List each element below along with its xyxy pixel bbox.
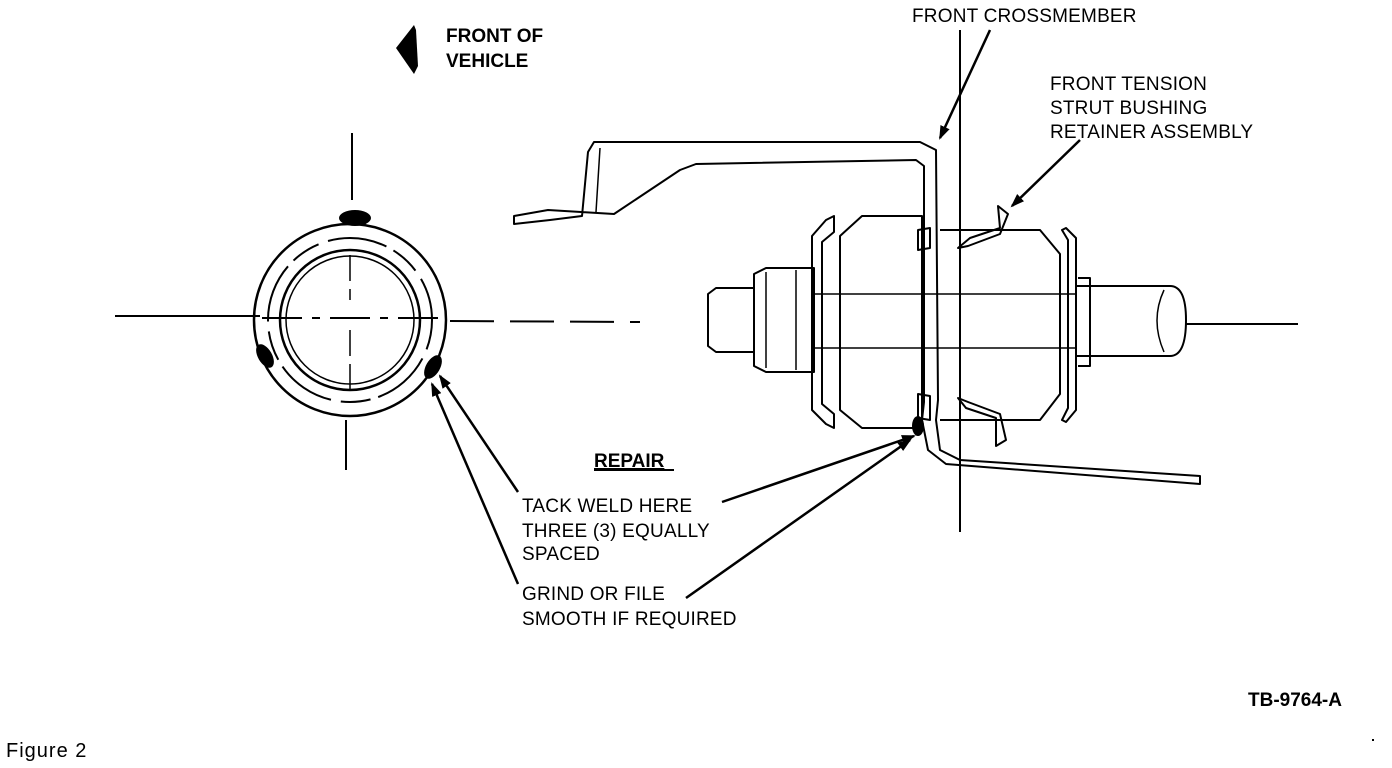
- rod-break-line: [1156, 289, 1165, 353]
- tack-weld-marks: [256, 210, 442, 379]
- retainer-flange-left: [811, 215, 835, 429]
- strut-assembly-side-view: [513, 30, 1298, 532]
- leader-grind-bracket: [685, 438, 912, 600]
- tack-weld-bracket: [912, 416, 924, 436]
- retainer-tab-bottom: [917, 393, 931, 421]
- crossmember-edge: [595, 147, 601, 213]
- figure-caption: Figure 2: [6, 740, 87, 762]
- front-crossmember-label: FRONT CROSSMEMBER: [912, 6, 1137, 27]
- tack-weld-line-3: SPACED: [522, 544, 600, 565]
- bushing-right-body: [940, 229, 1061, 421]
- retainer-dashed-ring: [267, 237, 433, 403]
- retainer-clip-top: [957, 205, 1009, 249]
- long-centerline-dashed: [449, 320, 641, 323]
- retainer-clip-bottom: [957, 397, 1007, 447]
- retainer-end-view: [115, 133, 448, 470]
- retainer-tab-top: [917, 227, 931, 251]
- nut: [753, 267, 815, 373]
- tube-inner-circle: [285, 255, 415, 385]
- grind-file-line-2: SMOOTH IF REQUIRED: [522, 609, 737, 630]
- tack-weld-left: [256, 344, 274, 368]
- retainer-flange-right: [1061, 227, 1077, 423]
- front-of-vehicle-line-2: VEHICLE: [446, 51, 528, 72]
- tack-weld-right: [424, 355, 442, 379]
- tack-weld-top: [339, 210, 371, 226]
- bolt-end: [707, 287, 755, 353]
- front-crossmember: [513, 141, 1201, 485]
- retainer-label-line-1: FRONT TENSION: [1050, 74, 1207, 95]
- part-number-label: TB-9764-A: [1248, 690, 1342, 711]
- retainer-label-line-2: STRUT BUSHING: [1050, 98, 1207, 119]
- front-of-vehicle-arrow-icon: [396, 25, 418, 74]
- retainer-assembly-label: FRONT TENSION STRUT BUSHING RETAINER ASS…: [1050, 74, 1253, 143]
- leader-grind-circle: [430, 382, 520, 585]
- leader-tack-weld-bracket: [721, 434, 916, 504]
- tube-outer-circle: [278, 248, 422, 392]
- tension-strut-rod: [1076, 285, 1187, 357]
- leader-tack-weld-circle: [438, 374, 520, 493]
- rod-collar: [1078, 277, 1091, 367]
- grind-file-line-1: GRIND OR FILE: [522, 584, 665, 605]
- leader-lines: [430, 29, 1081, 600]
- repair-label: REPAIR: [594, 451, 665, 472]
- leader-crossmember: [938, 29, 992, 140]
- tack-weld-line-1: TACK WELD HERE: [522, 496, 692, 517]
- tack-weld-label: TACK WELD HERE THREE (3) EQUALLY SPACED: [522, 496, 710, 565]
- bushing-left-cone: [839, 215, 923, 429]
- front-of-vehicle-label: FRONT OF VEHICLE: [446, 26, 543, 72]
- tack-weld-line-2: THREE (3) EQUALLY: [522, 521, 710, 542]
- front-of-vehicle-line-1: FRONT OF: [446, 26, 543, 47]
- leader-retainer: [1010, 139, 1081, 208]
- grind-file-label: GRIND OR FILE SMOOTH IF REQUIRED: [522, 584, 737, 630]
- retainer-label-line-3: RETAINER ASSEMBLY: [1050, 122, 1253, 143]
